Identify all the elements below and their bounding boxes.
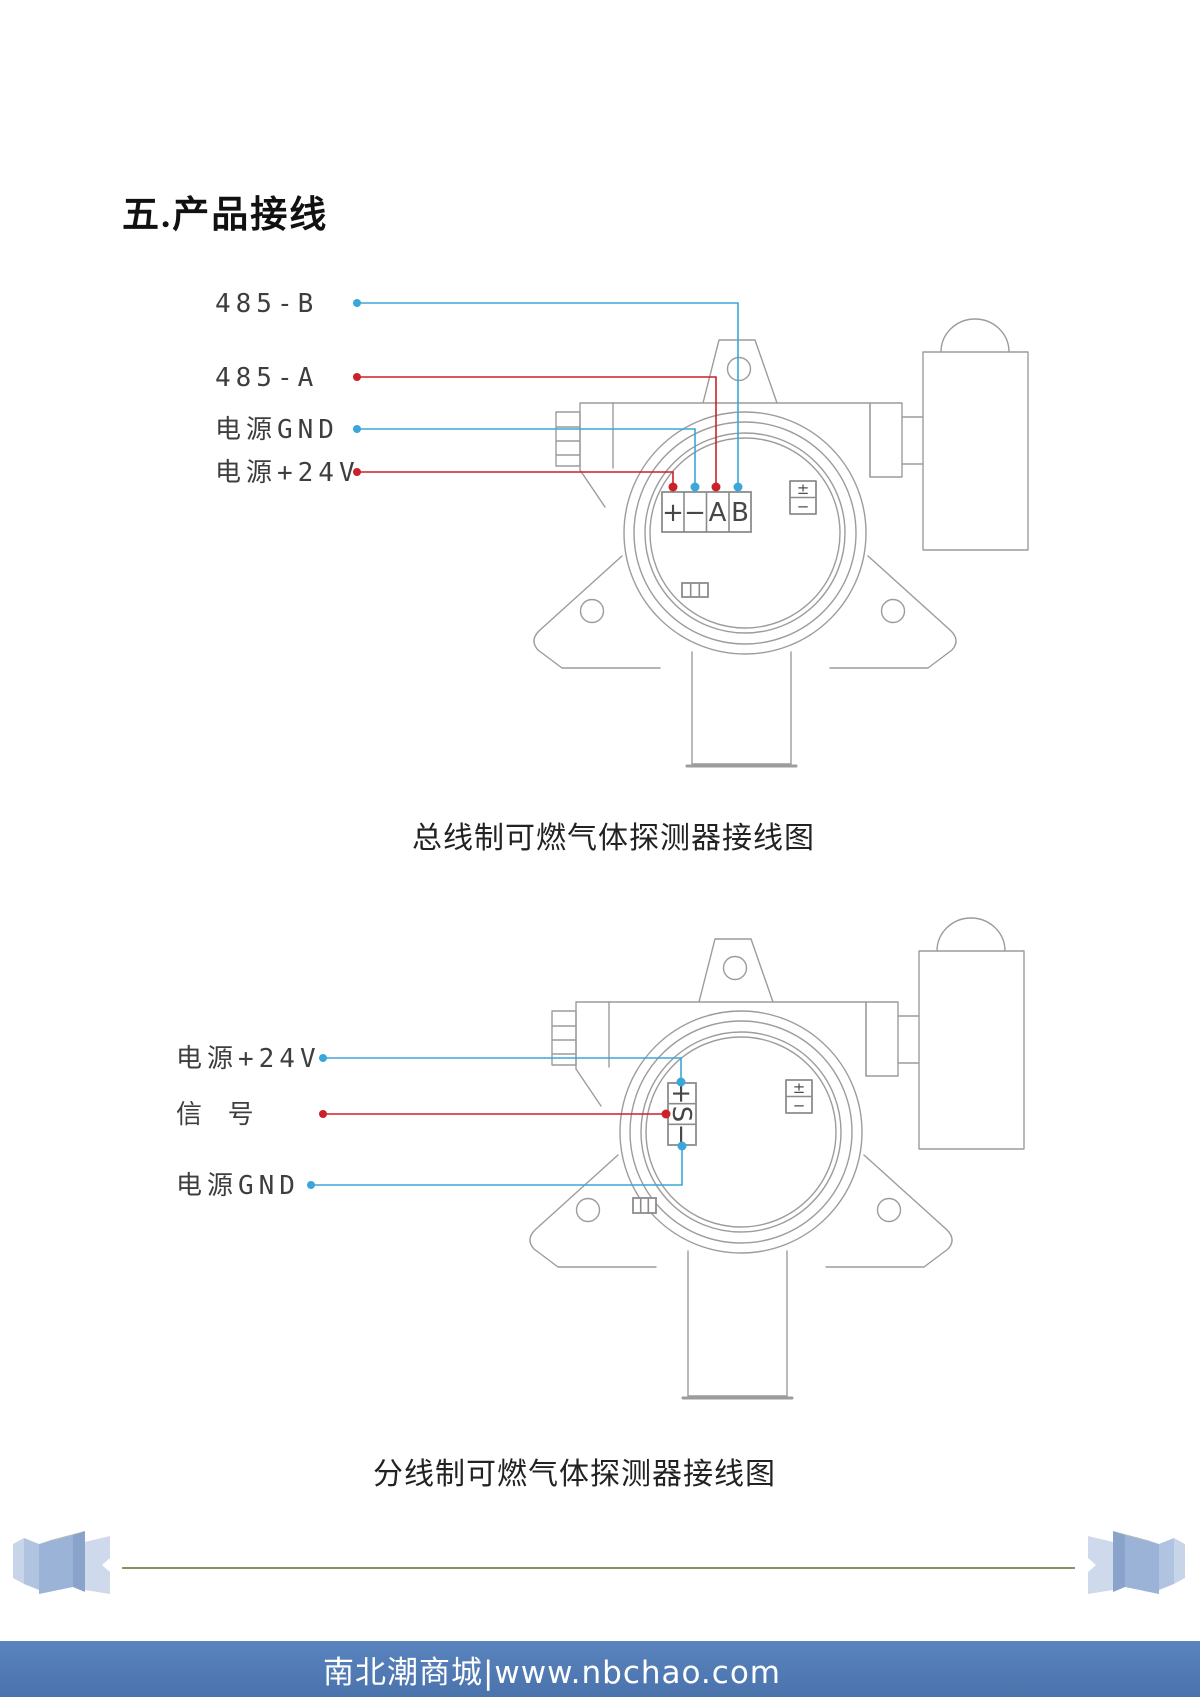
terminal-plus: + xyxy=(666,1083,696,1105)
footer-brand-text: 南北潮商城|www.nbchao.com xyxy=(322,1654,781,1691)
detector-outline-drawing xyxy=(529,917,1025,1268)
terminal-plus: + xyxy=(662,498,684,528)
wire-dot xyxy=(690,482,700,492)
wire-dot xyxy=(353,468,361,476)
terminal-b: B xyxy=(731,498,749,528)
label-power-gnd: 电源GND xyxy=(176,1171,300,1201)
caption-branch-diagram: 分线制可燃气体探测器接线图 xyxy=(373,1458,776,1491)
wire-power-24v xyxy=(357,471,674,486)
terminal-minus: − xyxy=(666,1124,696,1146)
wire-dot xyxy=(353,373,361,381)
footer-brand-bar: 南北潮商城|www.nbchao.com xyxy=(0,1641,1200,1697)
wire-dot xyxy=(307,1181,315,1189)
wire-dot xyxy=(319,1110,327,1118)
wire-dot xyxy=(668,482,678,492)
wire-485b xyxy=(357,302,739,486)
terminal-block-bus: + − A B xyxy=(661,491,752,533)
wire-dot xyxy=(661,1109,671,1119)
vent-box xyxy=(632,1197,657,1214)
gem-decoration-right xyxy=(1088,1531,1185,1594)
cable-gland xyxy=(555,411,581,467)
wire-dot xyxy=(733,482,743,492)
gem-decoration-left xyxy=(13,1531,110,1594)
wire-dot xyxy=(353,425,361,433)
wire-dot xyxy=(711,482,721,492)
mount-wings xyxy=(533,555,957,669)
sensor-cylinder xyxy=(685,651,798,768)
wire-485a xyxy=(357,376,717,486)
wire-dot xyxy=(677,1141,687,1151)
label-power-gnd: 电源GND xyxy=(215,415,339,445)
mount-tab xyxy=(702,339,778,404)
label-485b: 485-B xyxy=(215,289,318,319)
cover-rings xyxy=(623,411,867,655)
page-title: 五.产品接线 xyxy=(122,195,329,236)
sensor-cylinder xyxy=(681,1250,794,1400)
branch-wiring-diagram: + S − 电源+24V 信 号 电源GND xyxy=(176,917,1025,1400)
caption-bus-diagram: 总线制可燃气体探测器接线图 xyxy=(412,822,815,855)
polarity-mark-top: ± xyxy=(797,480,810,498)
wire-power-gnd xyxy=(311,1147,683,1186)
mount-hole xyxy=(726,356,752,382)
wire-power-gnd xyxy=(357,428,696,486)
wire-dot xyxy=(676,1077,686,1087)
wire-power-24v xyxy=(323,1057,682,1080)
vent-box xyxy=(681,582,709,598)
wire-dot xyxy=(319,1054,327,1062)
terminal-a: A xyxy=(709,498,727,528)
footer-divider-line xyxy=(122,1567,1075,1569)
label-485a: 485-A xyxy=(215,363,318,393)
terminal-minus: − xyxy=(684,498,706,528)
label-power-24v: 电源+24V xyxy=(176,1044,321,1074)
detector-outline-drawing: ± − xyxy=(533,318,1029,669)
terminal-signal: S xyxy=(666,1106,696,1123)
polarity-terminal-box: ± − xyxy=(789,480,817,516)
label-power-24v: 电源+24V xyxy=(215,458,360,488)
wire-dot xyxy=(353,299,361,307)
side-module xyxy=(922,318,1029,551)
bus-wiring-diagram: ± − + − A B xyxy=(215,289,1029,768)
terminal-block-branch: + S − xyxy=(666,1082,697,1146)
polarity-mark-bottom: − xyxy=(797,498,810,516)
label-signal: 信 号 xyxy=(176,1100,259,1130)
